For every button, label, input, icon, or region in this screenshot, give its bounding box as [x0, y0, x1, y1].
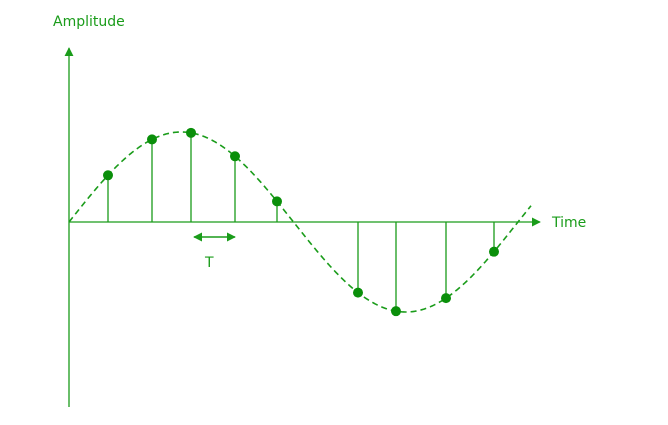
x-axis-label: Time: [551, 215, 586, 231]
sample-group: [103, 127, 499, 317]
sample-point: [186, 127, 196, 138]
continuous-signal-curve: [68, 131, 532, 313]
sampling-period-label: T: [204, 255, 214, 271]
sample-point: [272, 196, 282, 207]
sample-point: [391, 306, 401, 317]
sample-point: [353, 287, 363, 298]
sample-point: [230, 151, 240, 162]
y-axis-label: Amplitude: [53, 14, 125, 30]
sample-point: [147, 134, 157, 145]
sample-point: [489, 246, 499, 257]
sample-point: [103, 170, 113, 181]
sample-point: [441, 293, 451, 304]
